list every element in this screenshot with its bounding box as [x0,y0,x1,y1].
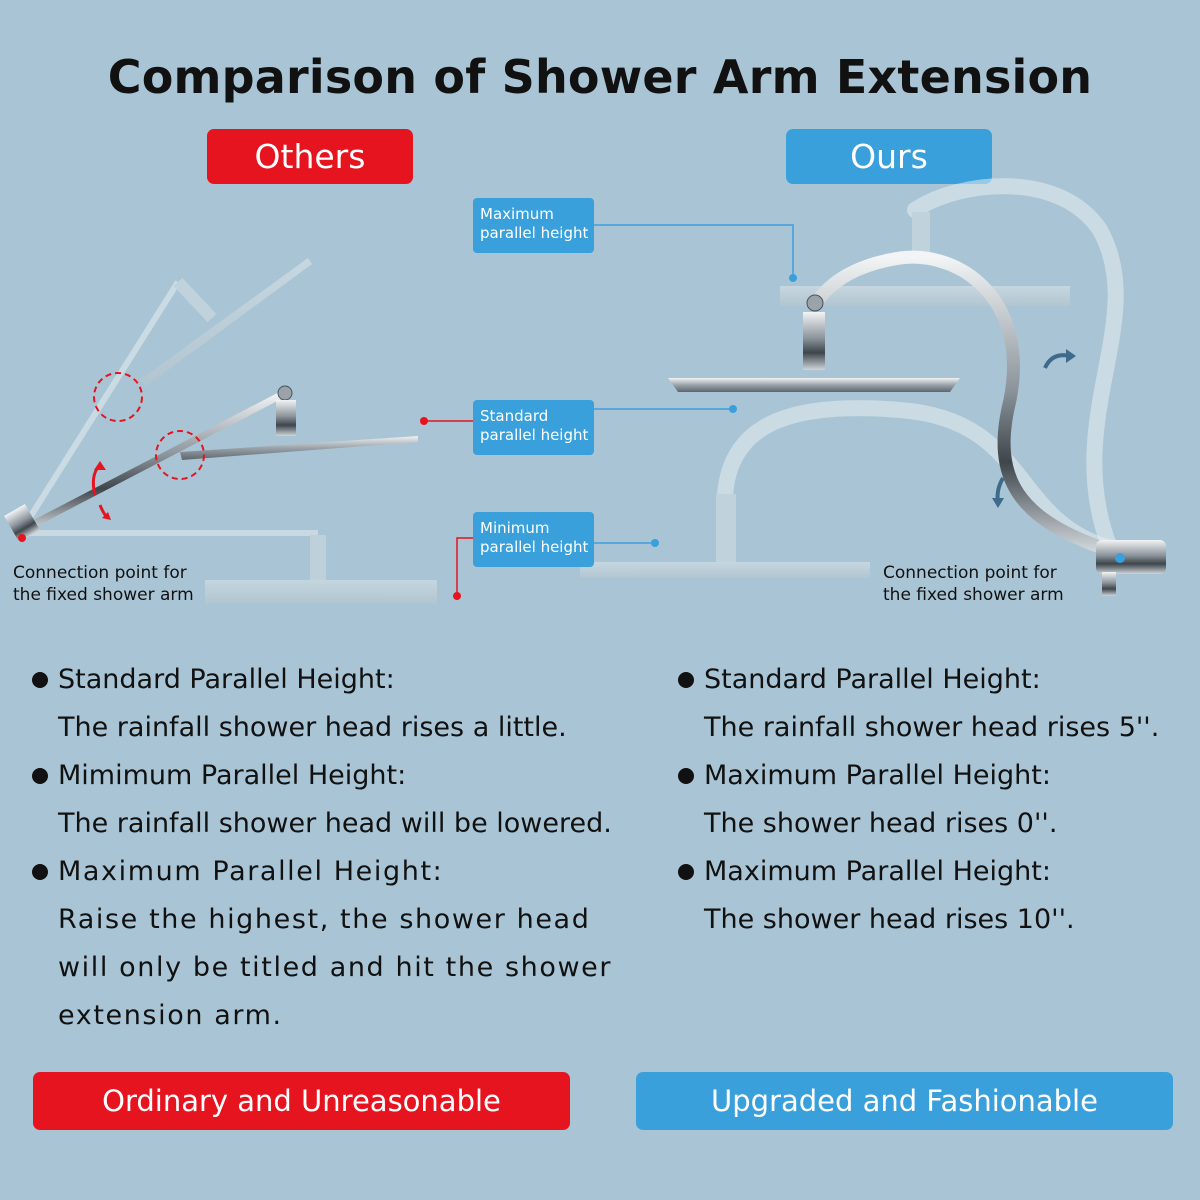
bullet-dot [678,672,694,688]
ours-point-max-10: Maximum Parallel Height: [678,848,1198,896]
others-label: Others [207,129,413,184]
page-title: Comparison of Shower Arm Extension [107,50,1093,104]
others-max-ghost [19,258,312,532]
ours-point-heading: Maximum Parallel Height: [704,856,1051,887]
ours-point-max-0: Maximum Parallel Height: [678,752,1198,800]
callout-maximum: Maximum parallel height [473,198,594,253]
ghost-plate-min [580,562,870,578]
others-point-text: extension arm. [58,1000,283,1031]
others-connection-label: Connection point for the fixed shower ar… [13,562,194,606]
others-point-text: The rainfall shower head rises a little. [58,712,567,743]
bullet-dot [678,768,694,784]
callout-standard-line1: Standard [480,407,549,425]
others-standard-arm [4,385,418,542]
ghost-plate [140,258,312,386]
others-point-heading: Mimimum Parallel Height: [58,760,407,791]
callout-minimum: Minimum parallel height [473,512,594,567]
rain-plate [180,436,418,460]
callout-maximum-line1: Maximum [480,205,554,223]
ours-connection-line1: Connection point for [883,563,1057,583]
bullet-dot [32,768,48,784]
swivel-neck [276,400,296,436]
others-verdict-banner: Ordinary and Unreasonable [33,1072,570,1130]
ours-point-text: The shower head rises 0''. [704,808,1058,839]
callout-standard-line2: parallel height [480,426,589,444]
others-point-text: will only be titled and hit the shower [58,952,613,983]
callout-minimum-line2: parallel height [480,538,589,556]
ghost-arm [19,280,181,532]
shower-arm-illustration [4,178,1166,604]
others-min-ghost [22,530,437,604]
ours-connection-line2: the fixed shower arm [883,585,1064,605]
ghost-swivel [173,277,217,323]
ours-standard-arm [668,250,1166,596]
ghost-plate-low [205,580,437,604]
ours-point-standard: Standard Parallel Height: [678,656,1198,704]
others-point-maximum: Maximum Parallel Height: [32,848,672,896]
ours-point-text: The shower head rises 10''. [704,904,1075,935]
others-point-heading: Standard Parallel Height: [58,664,395,695]
ours-rain-plate [668,378,960,392]
callout-standard: Standard parallel height [473,400,594,455]
others-connection-line1: Connection point for [13,563,187,583]
ours-verdict-banner: Upgraded and Fashionable [636,1072,1173,1130]
ours-maximum-leader [594,224,794,278]
others-point-text: The rainfall shower head will be lowered… [58,808,612,839]
ours-wall-connector [1096,540,1166,574]
others-point-minimum: Mimimum Parallel Height: [32,752,672,800]
collision-circle-1 [93,372,143,422]
ours-points: Standard Parallel Height: The rainfall s… [678,656,1198,944]
ours-connection-label: Connection point for the fixed shower ar… [883,562,1064,606]
ours-label: Ours [786,129,992,184]
wall-connector [4,504,40,542]
ours-point-text: The rainfall shower head rises 5''. [704,712,1160,743]
others-minimum-leader [456,537,473,596]
bullet-dot [32,672,48,688]
ours-point-heading: Standard Parallel Height: [704,664,1041,695]
bullet-dot [32,864,48,880]
ours-connection-dot [1115,553,1125,563]
ours-max-ghost [780,178,1124,556]
others-connection-dot [18,534,26,542]
others-connection-line2: the fixed shower arm [13,585,194,605]
others-points: Standard Parallel Height: The rainfall s… [32,656,672,1040]
ours-point-heading: Maximum Parallel Height: [704,760,1051,791]
swivel-ball [277,385,293,401]
callout-maximum-line2: parallel height [480,224,589,242]
others-point-text: Raise the highest, the shower head [58,904,591,935]
ghost-neck-low [310,535,326,585]
others-point-standard: Standard Parallel Height: [32,656,672,704]
bullet-dot [678,864,694,880]
ours-min-ghost [580,400,1118,578]
others-point-heading: Maximum Parallel Height: [58,856,444,887]
ours-swivel-neck [803,312,825,370]
callout-minimum-line1: Minimum [480,519,550,537]
collision-circle-2 [155,430,205,480]
